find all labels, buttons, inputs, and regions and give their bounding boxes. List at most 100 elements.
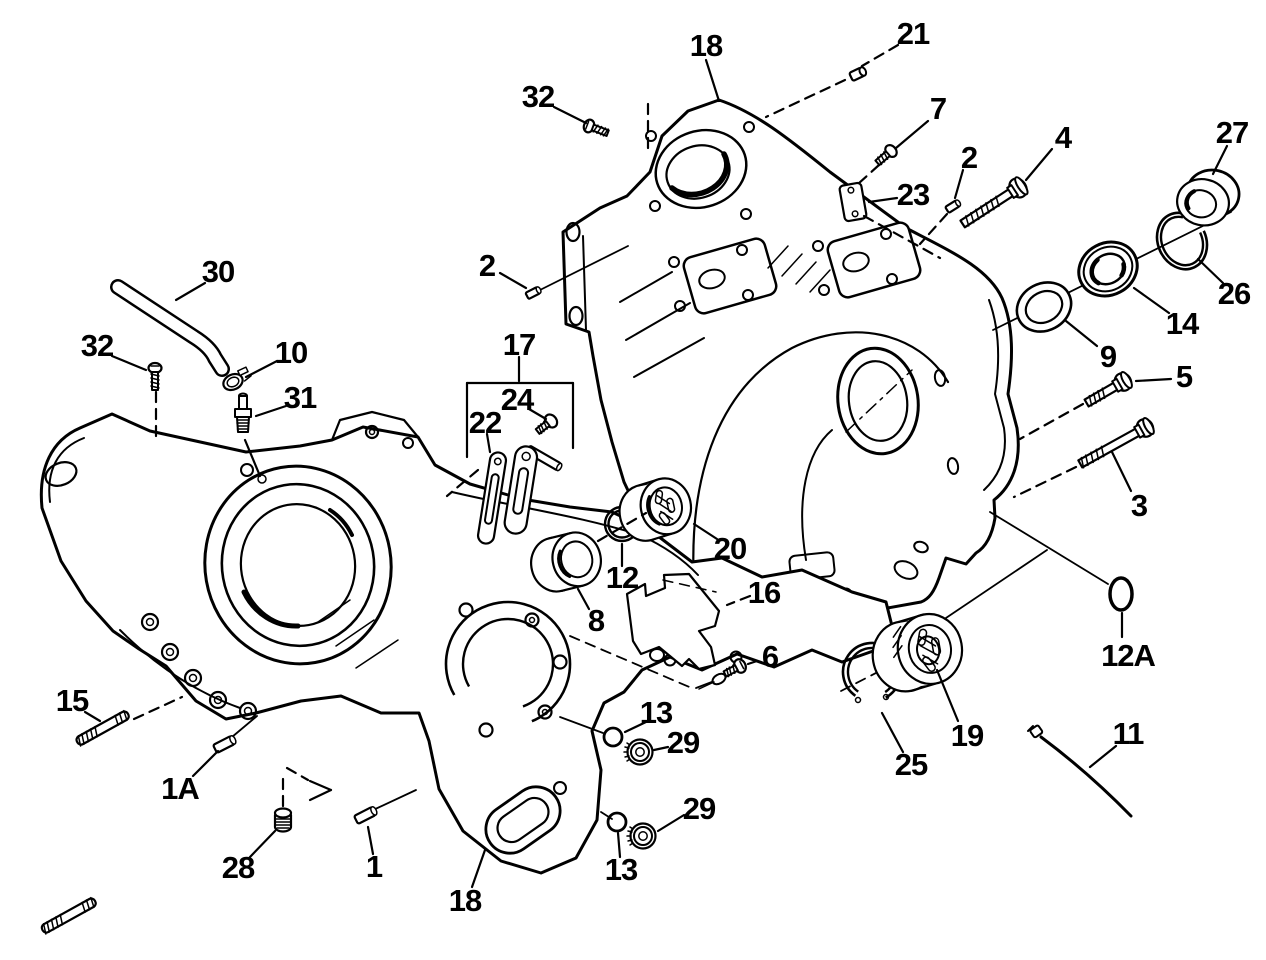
callout-7-3: 7 <box>856 91 947 186</box>
leader-line <box>470 848 487 889</box>
part-number-label: 1A <box>161 771 199 806</box>
part-number-label: 28 <box>222 850 255 885</box>
part-number-label: 1 <box>366 849 383 884</box>
callout-8-23: 8 <box>576 587 606 638</box>
vent-fitting <box>234 392 252 433</box>
bolt-5 <box>1083 371 1133 408</box>
leader-line <box>1132 286 1171 315</box>
leader-line <box>1196 257 1225 285</box>
left-crankcase-half <box>39 410 894 875</box>
leader-line <box>191 749 220 778</box>
callout-26-8: 26 <box>1196 257 1252 311</box>
callout-2-13: 2 <box>479 248 528 290</box>
part-number-label: 31 <box>284 380 317 415</box>
part-number-label: 11 <box>1113 716 1145 751</box>
callout-12-21: 12 <box>596 511 648 595</box>
callout-14-9: 14 <box>1132 286 1201 341</box>
callout-24-19: 24 <box>501 382 548 421</box>
cam-bore-opening <box>654 128 748 210</box>
part-number-label: 13 <box>605 852 638 887</box>
oil-seal-14 <box>1077 240 1139 298</box>
leader-line-dashed <box>445 468 480 498</box>
part-number-label: 18 <box>449 883 482 918</box>
needle-bearing-20 <box>618 477 693 542</box>
callout-32-2: 32 <box>522 79 650 152</box>
leader-line-dashed <box>132 695 184 721</box>
leader-line-dashed <box>862 214 942 260</box>
leader-line <box>83 710 102 723</box>
leader-line <box>243 438 262 478</box>
callout-19-36: 19 <box>935 668 985 753</box>
leader-line <box>254 404 288 418</box>
bolt-3 <box>1077 417 1155 469</box>
leader-line-dashed <box>285 766 310 782</box>
leader-line <box>1110 450 1133 493</box>
callout-21-1: 21 <box>764 16 931 119</box>
leader-line <box>656 813 686 833</box>
part-number-label: 29 <box>667 725 700 760</box>
part-number-label: 24 <box>501 382 535 417</box>
dowel-pin-2-left <box>524 286 542 300</box>
lock-link-kit <box>476 445 563 545</box>
bushing-8 <box>530 531 602 593</box>
stud-15-upper <box>75 709 130 747</box>
callout-16-24: 16 <box>725 575 782 610</box>
hose-clamp <box>222 366 252 392</box>
part-number-label: 22 <box>469 405 501 440</box>
callout-1-33: 1 <box>366 825 384 884</box>
leader-line <box>616 831 622 859</box>
o-ring-12A <box>1108 576 1134 612</box>
leader-line-dashed <box>764 78 847 119</box>
left-main-bore <box>203 464 393 666</box>
part-number-label: 13 <box>640 695 673 730</box>
callout-11-38: 11 <box>1088 716 1145 769</box>
o-ring-13-upper <box>602 726 624 748</box>
leader-line <box>652 745 670 752</box>
leader-line <box>366 825 375 856</box>
callout-18-34: 18 <box>449 848 487 918</box>
bearing-race-27 <box>1176 168 1241 227</box>
callout-12A-37: 12A <box>1101 611 1157 673</box>
leader-line <box>576 587 591 611</box>
dowel-pin-2-top <box>944 199 962 214</box>
callout-6-25: 6 <box>746 639 780 674</box>
part-number-label: 6 <box>762 639 779 674</box>
part-number-label: 20 <box>714 531 746 566</box>
screw-7 <box>874 143 898 167</box>
o-ring-13-lower <box>606 811 628 833</box>
leader-line <box>1088 744 1118 769</box>
screw-6 <box>698 658 747 690</box>
part-number-label: 26 <box>1218 276 1251 311</box>
part-number-label: 12A <box>1101 638 1155 673</box>
leader-line-dashed <box>725 594 752 607</box>
part-number-label: 7 <box>930 91 946 126</box>
screw-32-top <box>582 118 610 137</box>
part-number-label: 9 <box>1100 339 1117 374</box>
leader-line <box>1024 147 1054 182</box>
part-number-label: 17 <box>503 327 535 362</box>
leader-line-dashed <box>918 212 949 246</box>
leader-line <box>704 58 721 103</box>
leader-line-dashed <box>1018 402 1085 441</box>
leader-line <box>623 720 648 734</box>
leader-line <box>527 407 548 421</box>
part-number-label: 30 <box>202 254 234 289</box>
dome-plug-21 <box>848 66 868 82</box>
vent-hose <box>110 279 230 377</box>
leader-line <box>308 779 333 792</box>
callout-13-29: 13 <box>605 831 639 887</box>
callout-5-11: 5 <box>1018 359 1194 441</box>
callout-23-4: 23 <box>862 177 942 260</box>
leader-line <box>692 522 719 541</box>
leader-line <box>244 359 279 379</box>
leader-line <box>552 105 588 125</box>
callout-13-26: 13 <box>623 695 674 734</box>
part-number-label: 4 <box>1055 120 1073 155</box>
plug-29-upper <box>623 738 654 766</box>
part-number-label: 25 <box>895 747 928 782</box>
part-number-label: 16 <box>748 575 781 610</box>
leader-line <box>1134 377 1173 383</box>
bolt-4 <box>959 176 1029 229</box>
leader-line <box>498 271 528 290</box>
main-bearing-bore <box>836 346 920 456</box>
